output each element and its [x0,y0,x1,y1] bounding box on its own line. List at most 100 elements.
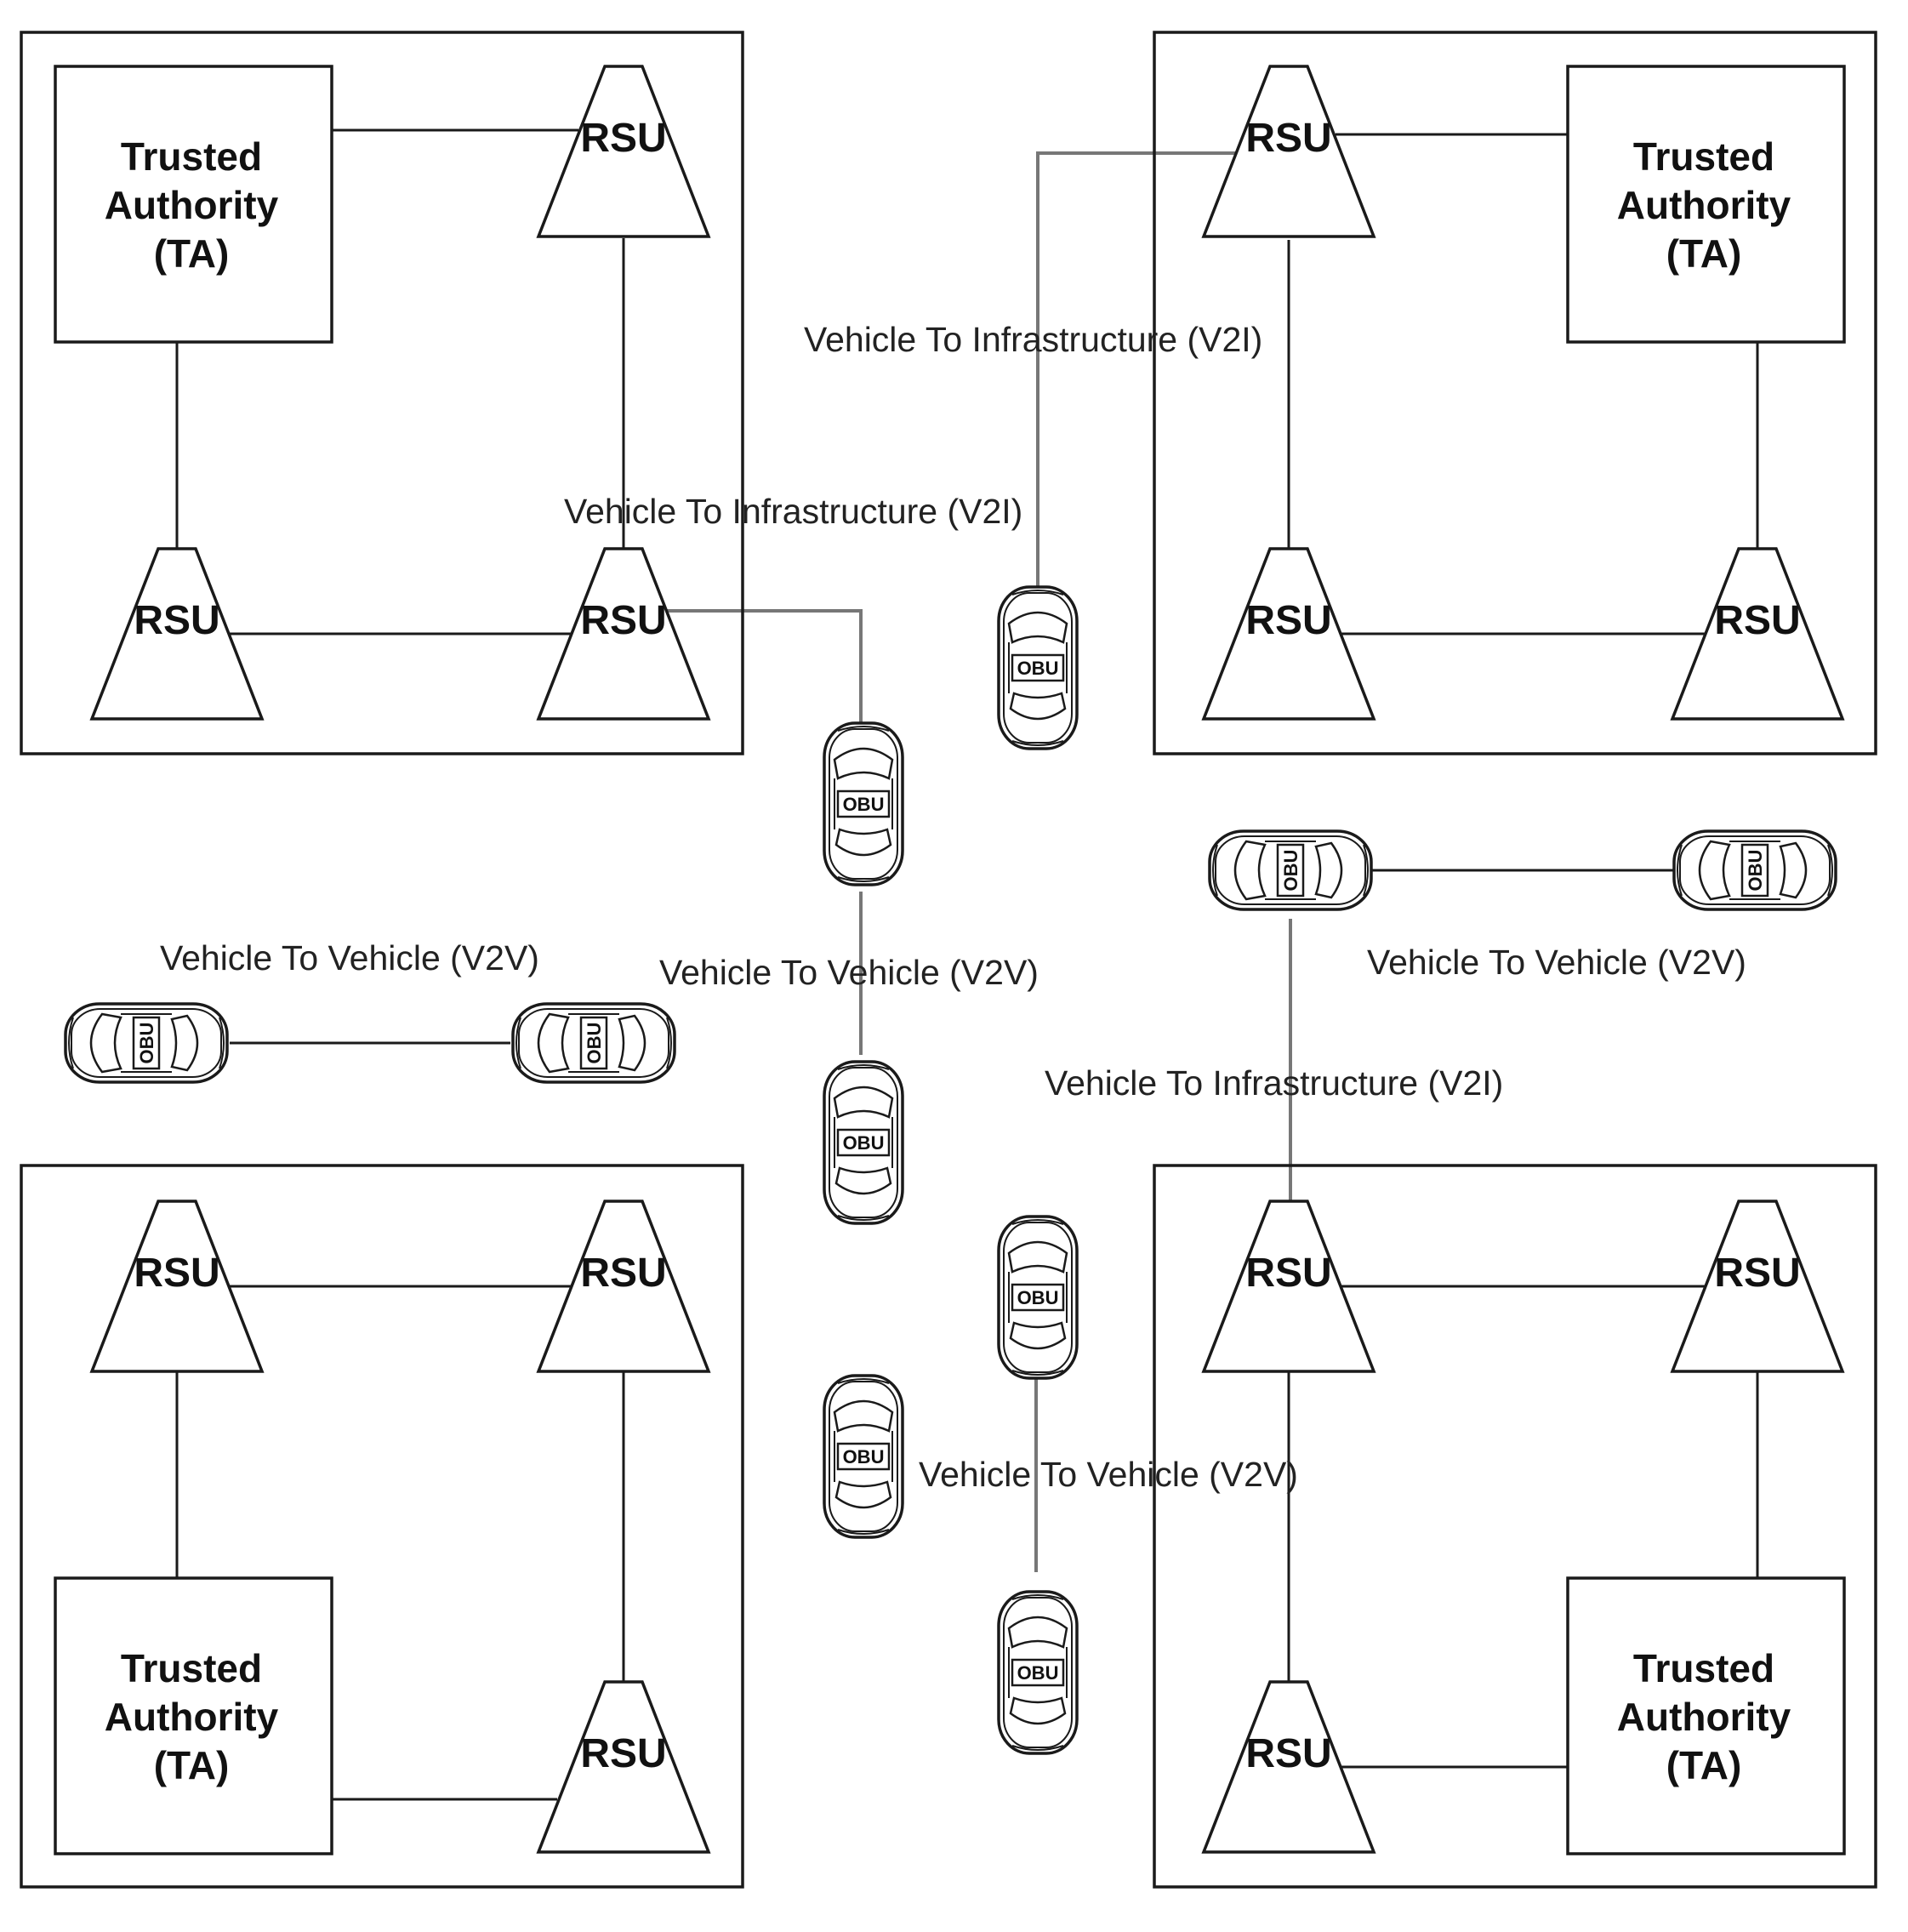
ta-label-line1: Trusted [1633,134,1774,179]
car-v2i-right: OBU [1208,829,1373,911]
rsu-top-right-1: RSU [1201,65,1376,238]
obu-label: OBU [1280,850,1301,892]
v2i-label-top: Vehicle To Infrastructure (V2I) [804,320,1262,359]
ta-top-left: Trusted Authority (TA) [54,65,333,344]
connectors [175,128,1759,1801]
car-v2v-center-1: OBU [823,1060,904,1225]
obu-label: OBU [843,1132,885,1154]
car-v2v-center-3: OBU [823,1374,904,1539]
rsu-tower-shape [89,1200,265,1373]
v2i-label-middle: Vehicle To Infrastructure (V2I) [564,492,1022,531]
rsu-label: RSU [1714,1251,1800,1296]
rsu-label: RSU [1245,1251,1331,1296]
ta-label-line3: (TA) [154,231,230,276]
rsu-tower-shape [536,1680,711,1854]
rsu-label: RSU [1245,1731,1331,1776]
obu-box [836,789,891,818]
car-v2i-middle: OBU [823,721,904,886]
trusted-authorities: Trusted Authority (TA) Trusted Authority… [54,65,1846,1855]
v2v-label-left: Vehicle To Vehicle (V2V) [160,938,539,977]
ta-label-line3: (TA) [154,1743,230,1787]
car-v2v-left-2: OBU [511,1002,676,1084]
clusters [20,31,1877,1889]
car-v2i-top: OBU [997,585,1079,750]
rsu-bottom-left-1: RSU [89,1200,265,1373]
vehicles: OBU OBU OBU OBU OBU OBU OBU OBU OBU OBU [64,585,1837,1755]
rsu-tower-shape [1670,547,1845,721]
ta-label-line2: Authority [1617,1695,1791,1739]
obu-label: OBU [1017,1662,1059,1684]
rsu-label: RSU [134,598,219,643]
rsu-top-left-3: RSU [536,547,711,721]
rsu-tower-shape [89,547,265,721]
ta-label-line3: (TA) [1666,1743,1742,1787]
rsu-label: RSU [580,1251,666,1296]
rsu-label: RSU [580,116,666,161]
cluster-bottom-left [20,1164,744,1889]
obu-box [1011,653,1065,682]
ta-bottom-left: Trusted Authority (TA) [54,1576,333,1855]
obu-label: OBU [1017,1287,1059,1308]
rsu-top-right-2: RSU [1201,547,1376,721]
rsu-tower-shape [1201,65,1376,238]
car-v2v-center-4: OBU [997,1590,1079,1755]
rsu-label: RSU [1245,598,1331,643]
rsu-top-left-1: RSU [536,65,711,238]
obu-label: OBU [136,1023,157,1064]
rsu-tower-shape [1201,547,1376,721]
v2v-label-center: Vehicle To Vehicle (V2V) [659,953,1039,992]
rsu-tower-shape [536,65,711,238]
car-v2v-right: OBU [1672,829,1837,911]
rsu-bottom-right-3: RSU [1201,1680,1376,1854]
obu-label: OBU [1745,850,1766,892]
rsu-units: RSU RSU RSU RSU RSU RSU RSU RSU RSU RSU RSU RSU [89,65,1845,1854]
rsu-bottom-right-2: RSU [1670,1200,1845,1373]
obu-label: OBU [1017,658,1059,679]
rsu-tower-shape [1201,1680,1376,1854]
car-v2v-center-2: OBU [997,1215,1079,1380]
rsu-label: RSU [1714,598,1800,643]
obu-box [1276,843,1305,898]
obu-box [1011,1283,1065,1312]
obu-box [836,1442,891,1471]
ta-label-line1: Trusted [121,1646,262,1690]
rsu-tower-shape [1201,1200,1376,1373]
obu-box [132,1016,161,1070]
ta-label-line2: Authority [105,183,279,227]
v2i-link-rsu-tr1-car [1036,151,1240,587]
car-v2v-left-1: OBU [64,1002,229,1084]
ta-label-line3: (TA) [1666,231,1742,276]
rsu-bottom-left-2: RSU [536,1200,711,1373]
obu-box [579,1016,608,1070]
v2i-label-bottom: Vehicle To Infrastructure (V2I) [1045,1063,1503,1103]
rsu-tower-shape [1670,1200,1845,1373]
ta-label-line2: Authority [105,1695,279,1739]
ta-label-line2: Authority [1617,183,1791,227]
ta-top-right: Trusted Authority (TA) [1566,65,1846,344]
rsu-label: RSU [134,1251,219,1296]
v2v-label-bottom: Vehicle To Vehicle (V2V) [919,1455,1298,1494]
rsu-tower-shape [536,547,711,721]
rsu-label: RSU [580,1731,666,1776]
obu-label: OBU [584,1023,605,1064]
rsu-label: RSU [1245,116,1331,161]
ta-bottom-right: Trusted Authority (TA) [1566,1576,1846,1855]
v2v-label-right: Vehicle To Vehicle (V2V) [1367,943,1746,982]
obu-box [1011,1658,1065,1687]
obu-box [836,1128,891,1157]
cluster-top-left [20,31,744,755]
v2i-link-rsu-tl3-car [664,609,863,750]
rsu-tower-shape [536,1200,711,1373]
obu-box [1740,843,1769,898]
ta-label-line1: Trusted [121,134,262,179]
rsu-top-left-2: RSU [89,547,265,721]
rsu-bottom-left-3: RSU [536,1680,711,1854]
obu-label: OBU [843,794,885,815]
cluster-top-right [1153,31,1877,755]
rsu-label: RSU [580,598,666,643]
cluster-bottom-right [1153,1164,1877,1889]
rsu-bottom-right-1: RSU [1201,1200,1376,1373]
rsu-top-right-3: RSU [1670,547,1845,721]
obu-label: OBU [843,1446,885,1468]
